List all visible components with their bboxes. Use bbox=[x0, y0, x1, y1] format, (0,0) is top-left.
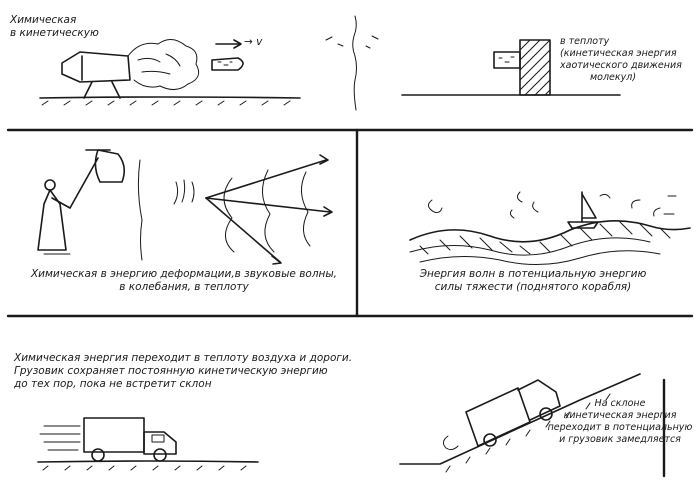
sound-wave-2 bbox=[262, 169, 275, 253]
truck-slope-scene bbox=[399, 373, 666, 478]
sea-surface bbox=[409, 220, 691, 243]
truck-slope-caption-line3: переходит в потенциальную bbox=[547, 422, 693, 433]
truck-box bbox=[83, 417, 145, 453]
bell-scene bbox=[37, 149, 333, 265]
truck-slope-caption-line2: кинетическая энергия bbox=[563, 410, 677, 421]
heat-caption-line1: в теплоту bbox=[560, 36, 610, 47]
heat-caption-line4: молекул) bbox=[590, 72, 637, 83]
sound-ray-1 bbox=[205, 159, 327, 199]
bell-caption-line1: Химическая в энергию деформации,в звуков… bbox=[30, 268, 338, 280]
truck-flat-caption: Химическая энергия переходит в теплоту в… bbox=[14, 352, 352, 391]
heat-scene bbox=[401, 39, 621, 96]
motion-lines bbox=[39, 425, 81, 451]
truck-wheel-front-slope bbox=[539, 407, 553, 421]
exhaust-puff bbox=[442, 435, 459, 451]
waves-scene bbox=[409, 191, 691, 265]
sound-wave-3 bbox=[301, 171, 311, 247]
truck-wheel-rear bbox=[91, 448, 105, 462]
truck-slope-caption-line1: На склоне bbox=[594, 398, 646, 409]
person-body bbox=[37, 189, 67, 251]
truck-flat-caption-line2: Грузовик сохраняет постоянную кинетическ… bbox=[14, 365, 328, 377]
ground-line bbox=[39, 96, 301, 99]
bell-vibration bbox=[173, 179, 195, 205]
velocity-label: → v bbox=[244, 36, 263, 48]
heat-caption-line2: (кинетическая энергия bbox=[560, 48, 677, 59]
road-flat bbox=[37, 460, 259, 463]
bell bbox=[94, 149, 126, 183]
waves-caption: Энергия волн в потенциальную энергию сил… bbox=[398, 268, 668, 294]
rocket-caption-line2: в кинетическую bbox=[10, 27, 99, 39]
ship-sail bbox=[581, 193, 597, 219]
embedded-projectile bbox=[493, 51, 521, 69]
scene-separator-2 bbox=[137, 159, 143, 261]
truck-cab bbox=[143, 431, 177, 455]
rocket-scene bbox=[39, 15, 379, 111]
heat-caption: в теплоту (кинетическая энергия хаотичес… bbox=[560, 36, 682, 84]
bell-rope bbox=[51, 157, 99, 209]
rocket-caption-line1: Химическая bbox=[10, 14, 77, 26]
launcher-body bbox=[61, 51, 131, 83]
truck-flat-caption-line3: до тех пор, пока не встретит склон bbox=[14, 378, 212, 390]
bell-caption-line2: в колебания, в теплоту bbox=[119, 281, 249, 293]
truck-wheel-rear-slope bbox=[483, 433, 497, 447]
truck-box-slope bbox=[465, 387, 531, 447]
projectile bbox=[211, 57, 244, 71]
sound-wave-1 bbox=[223, 177, 235, 253]
launcher-legs bbox=[83, 81, 121, 99]
person-head bbox=[44, 179, 56, 191]
scene-separator bbox=[352, 15, 357, 111]
rocket-caption: Химическая в кинетическую bbox=[10, 14, 99, 40]
waves-caption-line2: силы тяжести (поднятого корабля) bbox=[434, 281, 632, 293]
bell-caption: Химическая в энергию деформации,в звуков… bbox=[14, 268, 354, 294]
heat-caption-line3: хаотического движения bbox=[560, 60, 682, 71]
truck-wheel-front bbox=[153, 448, 167, 462]
truck-flat-caption-line1: Химическая энергия переходит в теплоту в… bbox=[14, 352, 353, 364]
wall bbox=[519, 39, 551, 96]
ship-hull bbox=[567, 221, 599, 229]
truck-slope-caption: На склоне кинетическая энергия переходит… bbox=[540, 398, 700, 446]
smoke-cloud bbox=[127, 39, 200, 90]
waves-caption-line1: Энергия волн в потенциальную энергию bbox=[419, 268, 647, 280]
truck-flat-scene bbox=[37, 417, 259, 471]
truck-slope-caption-line4: и грузовик замедляется bbox=[559, 434, 681, 445]
